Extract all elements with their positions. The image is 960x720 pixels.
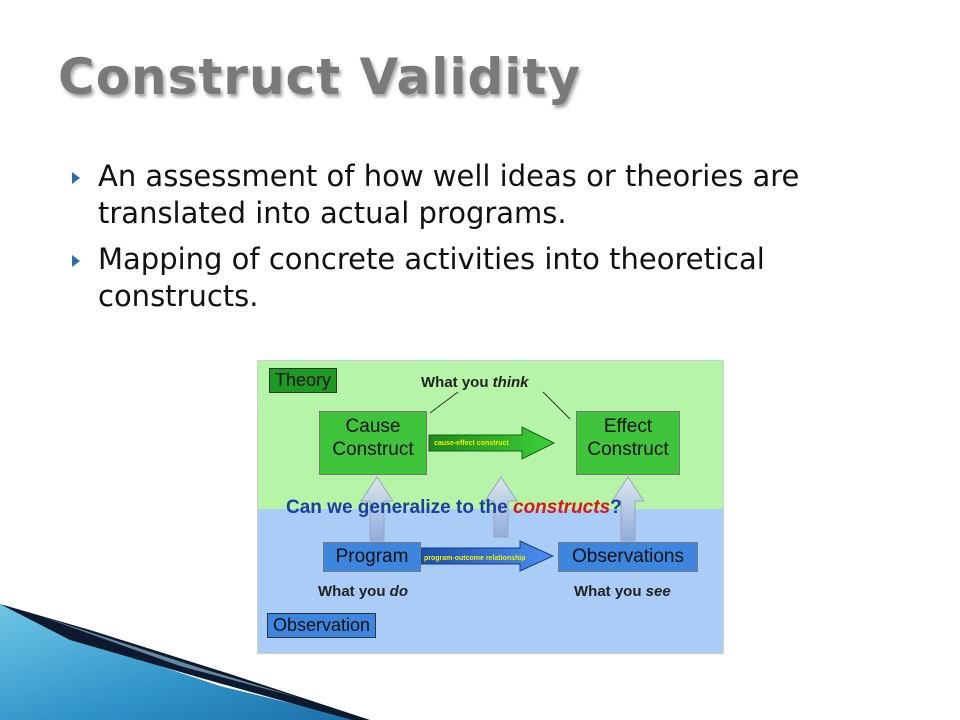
- up-arrow-icon: [611, 476, 645, 542]
- bullet-text: Mapping of concrete activities into theo…: [98, 242, 765, 313]
- question-emphasis: constructs: [513, 497, 611, 518]
- caption-text: What you: [421, 374, 493, 391]
- do-caption: What you do: [318, 583, 408, 600]
- caption-emphasis: see: [645, 583, 671, 600]
- caption-emphasis: do: [389, 583, 408, 600]
- bullet-item: An assessment of how well ideas or theor…: [72, 158, 912, 232]
- bullet-list: An assessment of how well ideas or theor…: [72, 158, 912, 324]
- triangle-bullet-icon: [72, 255, 80, 267]
- box-line: Cause: [345, 416, 401, 437]
- think-connector-line: [542, 391, 571, 420]
- think-caption: What you think: [421, 374, 529, 391]
- observation-tag: Observation: [267, 613, 377, 638]
- think-connector-line: [429, 391, 459, 414]
- generalize-question: Can we generalize to the constructs?: [286, 497, 622, 519]
- see-caption: What you see: [574, 583, 671, 600]
- effect-construct-box: Effect Construct: [576, 411, 680, 475]
- program-outcome-arrow-label: program-outcome relationship: [424, 555, 526, 562]
- up-arrow-icon: [360, 476, 394, 542]
- box-line: Construct: [587, 439, 669, 460]
- program-box: Program: [323, 542, 421, 572]
- theory-tag: Theory: [269, 368, 338, 393]
- cause-construct-box: Cause Construct: [319, 411, 427, 475]
- triangle-bullet-icon: [72, 172, 80, 184]
- diagram-arrows: [360, 391, 645, 572]
- box-line: Construct: [332, 439, 414, 460]
- caption-text: What you: [574, 583, 646, 600]
- corner-swoosh-decoration: [0, 604, 370, 720]
- program-outcome-arrow-icon: [420, 540, 555, 572]
- slide-title: Construct Validity: [58, 48, 581, 106]
- box-line: Effect: [603, 416, 653, 437]
- bullet-text: An assessment of how well ideas or theor…: [98, 159, 800, 230]
- question-text: Can we generalize to the: [286, 497, 513, 518]
- construct-validity-diagram: Theory Observation What you think Cause …: [257, 360, 724, 654]
- question-mark: ?: [610, 497, 622, 518]
- observations-box: Observations: [558, 542, 698, 572]
- cause-effect-arrow-icon: [428, 426, 556, 460]
- cause-effect-arrow-label: cause-effect construct: [434, 440, 509, 447]
- caption-text: What you: [318, 583, 390, 600]
- up-arrow-icon: [484, 476, 518, 538]
- caption-emphasis: think: [492, 374, 529, 391]
- bullet-item: Mapping of concrete activities into theo…: [72, 241, 912, 315]
